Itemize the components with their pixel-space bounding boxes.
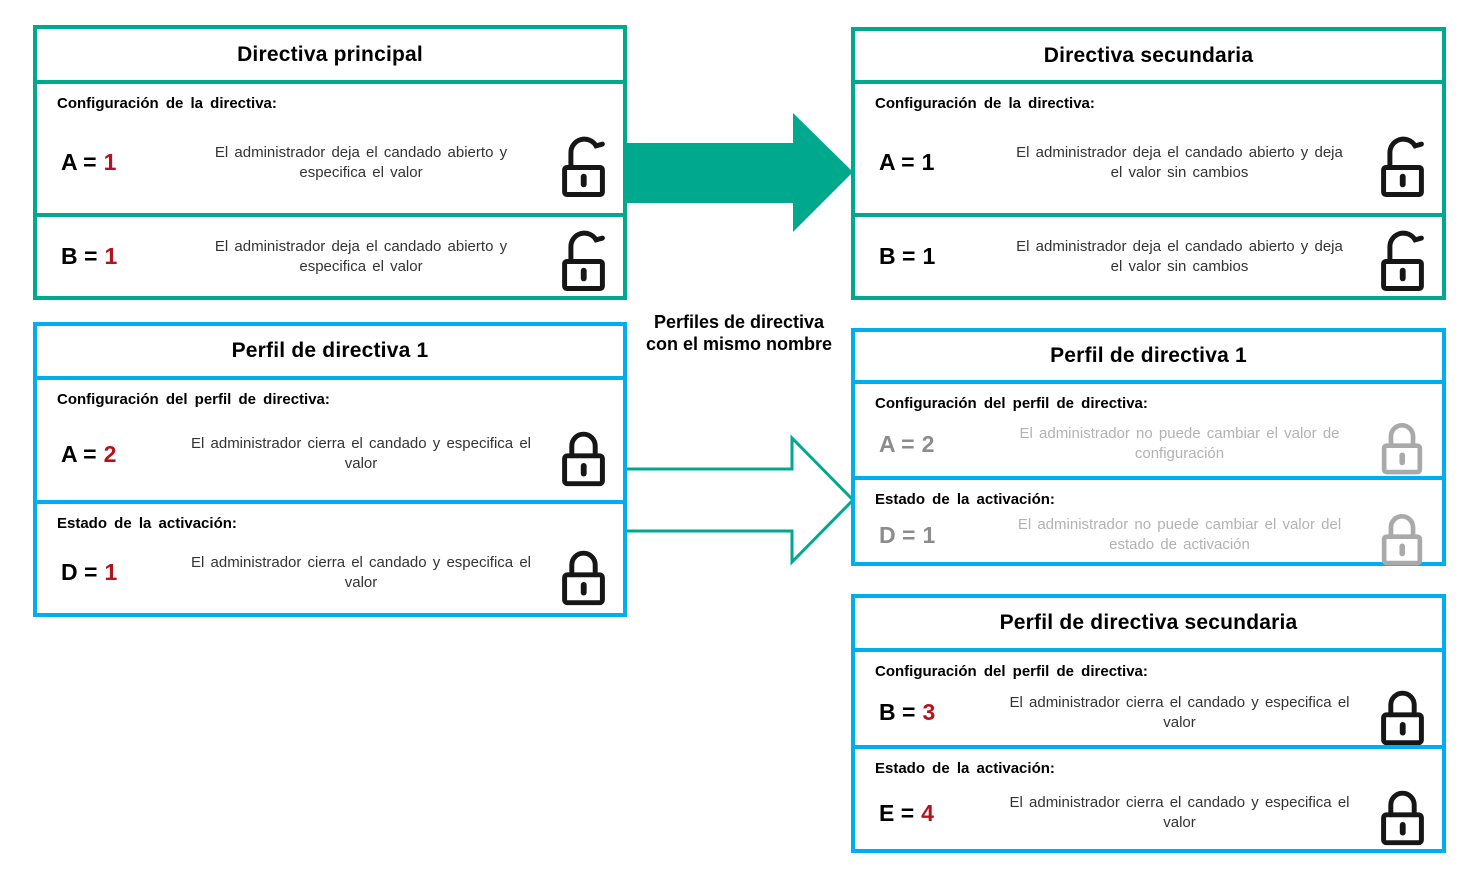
setting-cell: Estado de la activación: E =4 El adminis… xyxy=(855,745,1442,849)
setting-description: El administrador cierra el candado y esp… xyxy=(191,553,531,591)
setting-variable: E =4 xyxy=(855,800,997,827)
setting-value: 1 xyxy=(104,243,118,269)
setting-lhs: B = xyxy=(879,699,916,725)
main-policy-title: Directiva principal xyxy=(237,42,423,66)
main-policy-panel: Directiva principal Configuración de la … xyxy=(33,25,627,300)
setting-row: A =2 El administrador no puede cambiar e… xyxy=(855,412,1442,476)
closed-padlock-icon xyxy=(1362,501,1442,569)
policy-settings-label: Configuración de la directiva: xyxy=(875,95,1095,112)
setting-variable: B =3 xyxy=(855,699,997,726)
setting-row: A =1 El administrador deja el candado ab… xyxy=(855,112,1442,213)
setting-description: El administrador deja el candado abierto… xyxy=(214,143,508,181)
setting-row: B =1 El administrador deja el candado ab… xyxy=(855,217,1442,296)
closed-padlock-icon xyxy=(1362,677,1442,749)
arrow-label-line1: Perfiles de directiva xyxy=(653,312,825,332)
setting-value: 4 xyxy=(921,799,934,826)
arrow-label-line2: con el mismo nombre xyxy=(645,334,833,354)
setting-lhs: A = xyxy=(879,430,915,457)
setting-variable: A =2 xyxy=(855,431,997,458)
setting-lhs: A = xyxy=(879,149,915,175)
activation-status-label: Estado de la activación: xyxy=(875,760,1055,777)
setting-value: 1 xyxy=(921,149,935,175)
setting-variable: B =1 xyxy=(855,243,997,270)
setting-description: El administrador no puede cambiar el val… xyxy=(1019,425,1340,462)
profile-settings-label: Configuración del perfil de directiva: xyxy=(875,395,1148,412)
setting-lhs: B = xyxy=(61,243,98,269)
setting-lhs: D = xyxy=(879,521,916,548)
setting-description: El administrador cierra el candado y esp… xyxy=(191,435,531,472)
setting-cell: Configuración del perfil de directiva: A… xyxy=(855,380,1442,476)
setting-value: 1 xyxy=(922,521,936,548)
closed-padlock-icon xyxy=(543,537,623,609)
policy-settings-label: Configuración de la directiva: xyxy=(57,95,277,112)
setting-lhs: A = xyxy=(61,440,97,467)
setting-description: El administrador deja el candado abierto… xyxy=(1016,143,1343,181)
policy-profile1-inherited-title: Perfil de directiva 1 xyxy=(1050,344,1247,367)
secondary-policy-profile-title: Perfil de directiva secundaria xyxy=(999,611,1298,634)
policy-profile1-inherited-panel: Perfil de directiva 1 Configuración del … xyxy=(851,328,1446,566)
setting-variable: D =1 xyxy=(855,522,997,549)
activation-status-label: Estado de la activación: xyxy=(875,491,1055,508)
setting-lhs: D = xyxy=(61,559,98,585)
setting-row: A =1 El administrador deja el candado ab… xyxy=(37,112,623,213)
setting-cell: Configuración del perfil de directiva: A… xyxy=(37,376,623,500)
setting-row: B =3 El administrador cierra el candado … xyxy=(855,680,1442,745)
setting-variable: A =2 xyxy=(37,441,179,468)
setting-description: El administrador cierra el candado y esp… xyxy=(1009,693,1350,731)
setting-row: A =2 El administrador cierra el candado … xyxy=(37,408,623,500)
setting-value: 2 xyxy=(103,440,117,467)
setting-variable: A =1 xyxy=(37,149,179,176)
setting-cell: Estado de la activación: D =1 El adminis… xyxy=(855,476,1442,562)
setting-lhs: A = xyxy=(61,149,97,175)
setting-value: 1 xyxy=(922,243,936,269)
setting-cell: Estado de la activación: D =1 El adminis… xyxy=(37,500,623,613)
outline-inheritance-arrow xyxy=(627,434,856,566)
open-padlock-icon xyxy=(543,221,623,293)
setting-description: El administrador deja el candado abierto… xyxy=(1016,237,1343,275)
setting-value: 1 xyxy=(103,149,117,175)
secondary-policy-profile-panel: Perfil de directiva secundaria Configura… xyxy=(851,594,1446,853)
setting-value: 2 xyxy=(921,430,935,457)
setting-lhs: E = xyxy=(879,799,915,826)
setting-description: El administrador cierra el candado y esp… xyxy=(1009,794,1350,831)
setting-cell: Configuración de la directiva: A =1 El a… xyxy=(37,80,623,213)
secondary-policy-title: Directiva secundaria xyxy=(1043,43,1254,67)
secondary-policy-panel: Directiva secundaria Configuración de la… xyxy=(851,27,1446,300)
arrow-label: Perfiles de directiva con el mismo nombr… xyxy=(627,311,851,355)
policy-profile1-panel: Perfil de directiva 1 Configuración del … xyxy=(33,322,627,617)
setting-row: E =4 El administrador cierra el candado … xyxy=(855,777,1442,849)
setting-row: D =1 El administrador no puede cambiar e… xyxy=(855,508,1442,562)
setting-lhs: B = xyxy=(879,243,916,269)
setting-variable: D =1 xyxy=(37,559,179,586)
profile-settings-label: Configuración del perfil de directiva: xyxy=(57,391,330,408)
open-padlock-icon xyxy=(1362,127,1442,199)
setting-row: D =1 El administrador cierra el candado … xyxy=(37,532,623,613)
open-padlock-icon xyxy=(543,127,623,199)
setting-cell: Configuración del perfil de directiva: B… xyxy=(855,648,1442,745)
setting-description: El administrador no puede cambiar el val… xyxy=(1017,516,1342,553)
solid-inheritance-arrow xyxy=(627,113,853,232)
closed-padlock-icon xyxy=(1362,410,1442,478)
setting-variable: B =1 xyxy=(37,243,179,270)
setting-description: El administrador deja el candado abierto… xyxy=(214,237,508,275)
closed-padlock-icon xyxy=(1362,777,1442,849)
setting-cell: B =1 El administrador deja el candado ab… xyxy=(855,213,1442,296)
setting-cell: B =1 El administrador deja el candado ab… xyxy=(37,213,623,296)
open-padlock-icon xyxy=(1362,221,1442,293)
setting-cell: Configuración de la directiva: A =1 El a… xyxy=(855,80,1442,213)
setting-value: 3 xyxy=(922,699,936,725)
policy-profile1-title: Perfil de directiva 1 xyxy=(231,339,429,362)
setting-row: B =1 El administrador deja el candado ab… xyxy=(37,217,623,296)
activation-status-label: Estado de la activación: xyxy=(57,515,237,532)
profile-settings-label: Configuración del perfil de directiva: xyxy=(875,663,1148,680)
setting-variable: A =1 xyxy=(855,149,997,176)
setting-value: 1 xyxy=(104,559,118,585)
closed-padlock-icon xyxy=(543,418,623,490)
